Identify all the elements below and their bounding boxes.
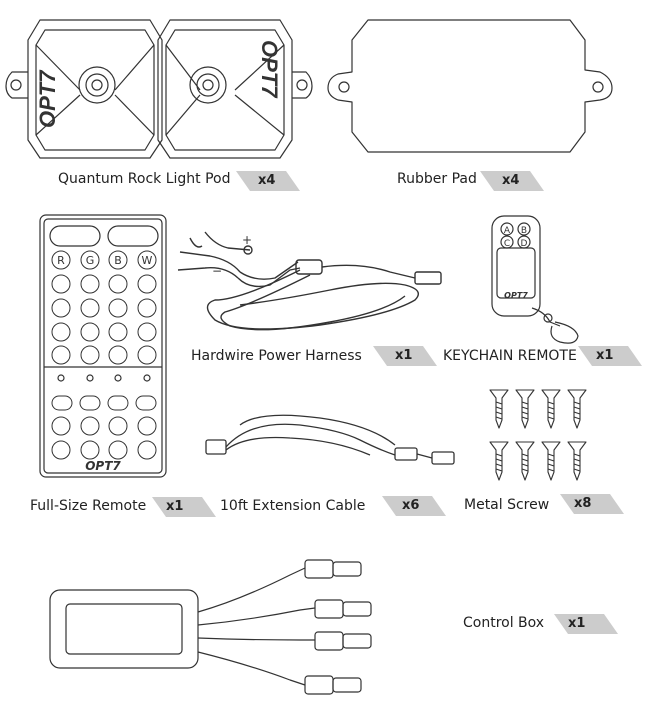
qty-tag-rock-light-pod: x4	[236, 171, 300, 191]
qty-tag-keychain-remote: x1	[578, 346, 642, 366]
qty-value: x1	[568, 616, 586, 631]
qty-tag-power-harness: x1	[373, 346, 437, 366]
metal-screws	[489, 389, 587, 481]
keychain-button-c: C	[504, 239, 510, 249]
harness-negative-symbol: −	[212, 264, 222, 278]
keychain-button-a: A	[504, 226, 511, 236]
keychain-logo: OPT7	[504, 291, 528, 300]
pod-logo-left: OPT7	[35, 69, 60, 128]
item-label-rock-light-pod: Quantum Rock Light Pod	[58, 171, 231, 187]
harness-positive-symbol: +	[242, 233, 252, 247]
qty-value: x8	[574, 496, 592, 511]
qty-value: x4	[502, 173, 520, 188]
extension-cable	[205, 414, 455, 465]
keychain-button-d: D	[521, 239, 528, 249]
pod-logo-right: OPT7	[257, 40, 282, 99]
control-box	[49, 559, 372, 695]
rubber-pad	[327, 19, 613, 153]
qty-tag-metal-screw: x8	[560, 494, 624, 514]
item-label-metal-screw: Metal Screw	[464, 497, 550, 513]
remote-button-g: G	[86, 254, 95, 267]
remote-button-w: W	[142, 254, 153, 267]
qty-tag-extension-cable: x6	[382, 496, 446, 516]
item-label-power-harness: Hardwire Power Harness	[191, 348, 362, 364]
item-label-keychain-remote: KEYCHAIN REMOTE	[443, 348, 577, 364]
item-label-control-box: Control Box	[463, 615, 545, 631]
qty-tag-full-size-remote: x1	[152, 497, 216, 517]
remote-logo: OPT7	[85, 459, 121, 473]
item-label-extension-cable: 10ft Extension Cable	[220, 498, 366, 514]
qty-value: x6	[402, 498, 420, 513]
qty-value: x1	[596, 348, 614, 363]
remote-button-r: R	[57, 254, 65, 267]
remote-button-b: B	[114, 254, 122, 267]
qty-tag-rubber-pad: x4	[480, 171, 544, 191]
item-label-full-size-remote: Full-Size Remote	[30, 498, 147, 514]
qty-value: x4	[258, 173, 276, 188]
qty-tag-control-box: x1	[554, 614, 618, 634]
item-label-rubber-pad: Rubber Pad	[397, 171, 477, 187]
qty-value: x1	[395, 348, 413, 363]
rock-light-pod-pair	[5, 19, 313, 159]
qty-value: x1	[166, 499, 184, 514]
keychain-remote	[491, 215, 579, 344]
keychain-button-b: B	[521, 226, 527, 236]
power-harness	[177, 231, 442, 331]
full-size-remote	[39, 214, 167, 478]
